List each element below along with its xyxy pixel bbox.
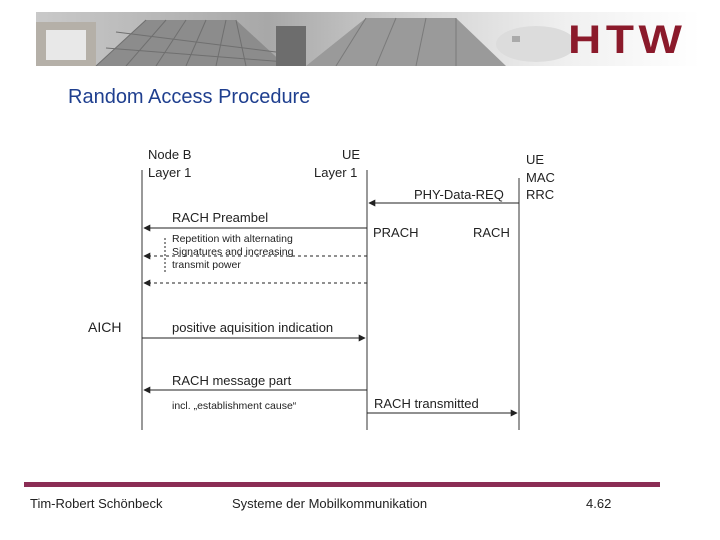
note-repetition-3: transmit power [172, 259, 241, 271]
label-ue-right: UE [526, 152, 545, 167]
note-repetition-1: Repetition with alternating [172, 233, 293, 245]
note-repetition-2: Signatures and increasing [172, 246, 294, 258]
label-rrc: RRC [526, 187, 555, 202]
label-positive-indication: positive aquisition indication [172, 320, 334, 335]
footer-author: Tim-Robert Schönbeck [30, 496, 163, 511]
label-rach-transmitted: RACH transmitted [374, 396, 479, 411]
label-mac: MAC [526, 170, 555, 185]
label-ue-layer: Layer 1 [314, 165, 358, 180]
label-rach-preambel: RACH Preambel [172, 210, 269, 225]
footer-divider [24, 482, 660, 487]
label-rach: RACH [473, 225, 510, 240]
page-title: Random Access Procedure [68, 86, 311, 108]
label-rach-message-part: RACH message part [172, 373, 292, 388]
footer-page-number: 4.62 [586, 496, 612, 511]
footer-course: Systeme der Mobilkommunikation [232, 496, 428, 511]
label-establishment-cause: incl. „establishment cause“ [172, 400, 297, 412]
label-aich: AICH [88, 319, 122, 335]
label-node-b-layer: Layer 1 [148, 165, 192, 180]
label-ue: UE [342, 147, 361, 162]
banner-photo [36, 12, 700, 66]
label-node-b: Node B [148, 147, 192, 162]
label-prach: PRACH [373, 225, 419, 240]
htw-logo: HTW [568, 18, 687, 62]
header-banner: HTW [36, 12, 700, 66]
label-phy-data-req: PHY-Data-REQ [414, 187, 504, 202]
